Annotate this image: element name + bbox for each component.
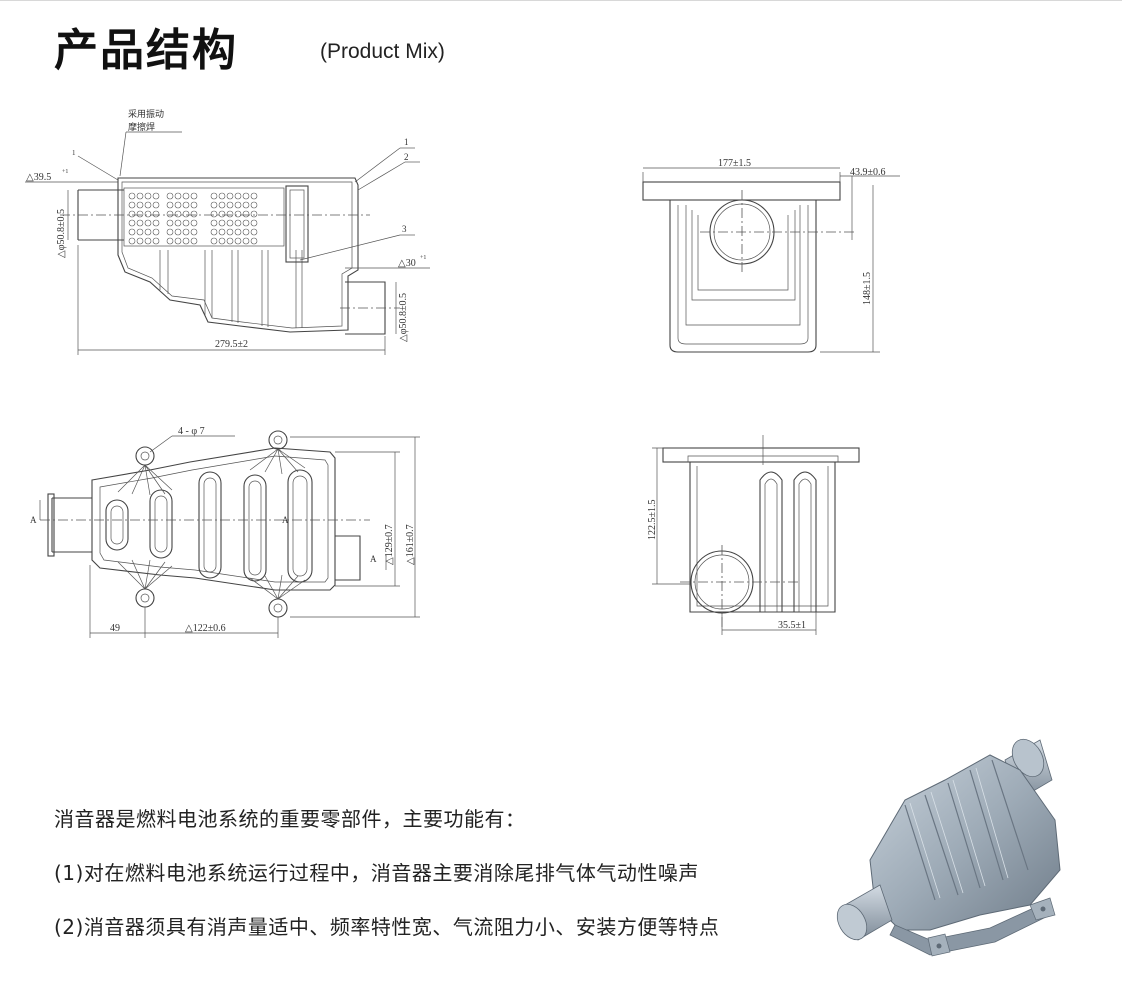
section-mark-left: A (30, 515, 37, 525)
weld-note-line2: 摩擦焊 (128, 121, 155, 132)
section-mark-center: A (282, 515, 289, 525)
label-2: 2 (404, 152, 409, 162)
top-divider (0, 0, 1122, 1)
page-subtitle: (Product Mix) (320, 40, 445, 63)
dim-diameter-left: △φ50.8±0.5 (56, 209, 67, 258)
dim-angle-left: △39.5 (26, 172, 51, 183)
slot-pattern (105, 469, 313, 583)
page-title: 产品结构 (54, 25, 238, 76)
description-intro: 消音器是燃料电池系统的重要零部件，主要功能有： (54, 807, 526, 831)
dim-height: 122.5±1.5 (647, 500, 658, 541)
dim-angle-left-sup: +1 (62, 169, 68, 175)
dim-angle-right-sup: +1 (420, 255, 426, 261)
product-3d-render (836, 738, 1061, 957)
section-view-drawing: 122.5±1.5 35.5±1 (647, 435, 860, 635)
dim-height: 148±1.5 (862, 272, 873, 305)
side-view-drawing: 279.5±2 △39.5 +1 △φ50.8±0.5 △30 +1 △φ50.… (25, 108, 430, 355)
dim-offset: 35.5±1 (778, 620, 806, 631)
section-mark-right: A (370, 554, 377, 564)
dim-flange: 43.9±0.6 (850, 167, 886, 178)
description-point-2: (2)消音器须具有消声量适中、频率特性宽、气流阻力小、安装方便等特点 (54, 915, 720, 939)
dim-diameter-right: △φ50.8±0.5 (398, 293, 409, 342)
description-point-1: (1)对在燃料电池系统运行过程中，消音器主要消除尾排气体气动性噪声 (54, 861, 699, 885)
dim-length: 279.5±2 (215, 339, 248, 350)
front-view-drawing: 177±1.5 43.9±0.6 148±1.5 (642, 158, 900, 353)
weld-note-line1: 采用振动 (128, 108, 164, 119)
label-1-small: 1 (72, 149, 76, 157)
dim-inner-width: △129±0.7 (384, 524, 395, 565)
perforation-pattern (128, 192, 258, 245)
top-view-drawing: A A A 4 - φ 7 △129±0.7 △161±0.7 49 △122±… (30, 426, 420, 638)
dim-outer-width: △161±0.7 (405, 524, 416, 565)
dim-spacing: △122±0.6 (185, 623, 226, 634)
dim-left: 49 (110, 623, 120, 634)
label-3: 3 (402, 224, 407, 234)
dim-width: 177±1.5 (718, 158, 751, 169)
dim-holes: 4 - φ 7 (178, 426, 205, 437)
label-1: 1 (404, 137, 409, 147)
dim-angle-right: △30 (398, 258, 416, 269)
